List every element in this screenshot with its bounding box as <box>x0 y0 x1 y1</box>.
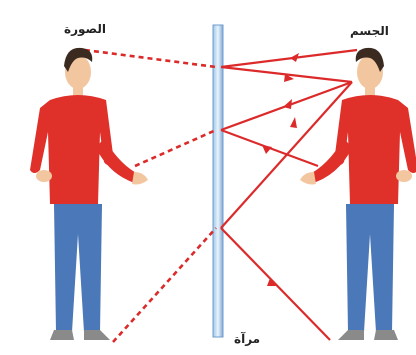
mirror-label: مرآة <box>234 332 261 346</box>
mirror <box>212 24 224 338</box>
object-person <box>300 47 416 340</box>
virtual-rays <box>84 48 217 343</box>
real-rays <box>220 48 358 341</box>
image-label: الصورة <box>64 22 106 36</box>
image-person <box>30 47 148 340</box>
object-label: الجسم <box>350 24 389 38</box>
